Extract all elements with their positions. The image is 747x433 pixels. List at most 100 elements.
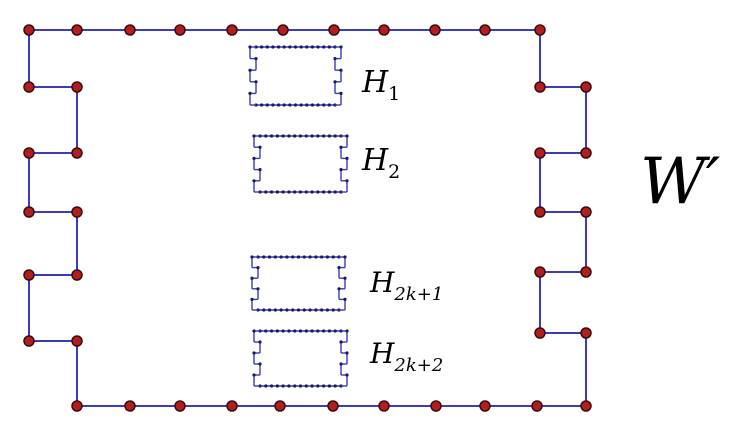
subgraph-h2-vertex	[281, 134, 285, 138]
subgraph-h1-vertex	[254, 57, 258, 61]
subgraph-h2k1-vertex	[320, 255, 324, 259]
outer-vertex	[71, 206, 83, 218]
subgraph-h2k1-vertex	[262, 255, 266, 259]
subgraph-h2k2-vertex	[345, 329, 349, 333]
outer-vertex	[23, 147, 35, 159]
outer-vertex	[534, 147, 546, 159]
subgraph-h2k1-vertex	[273, 308, 277, 312]
subgraph-h1-vertex	[316, 45, 320, 49]
subgraph-h2-vertex	[304, 134, 308, 138]
label-h2k1: H2k+1	[369, 266, 443, 305]
subgraph-h1-vertex	[327, 45, 331, 49]
subgraph-h2k2-vertex	[333, 329, 337, 333]
subgraph-h2k2-vertex	[275, 384, 279, 388]
subgraph-h1-vertex	[339, 68, 343, 72]
subgraph-h2k2-vertex	[316, 329, 320, 333]
outer-vertex	[580, 206, 592, 218]
outer-vertex	[71, 335, 83, 347]
subgraph-h2k2-vertex	[345, 351, 349, 355]
outer-vertex	[23, 81, 35, 93]
inner-subgraphs	[248, 45, 349, 388]
subgraph-h2k1-vertex	[314, 255, 318, 259]
subgraph-h2-vertex	[333, 134, 337, 138]
subgraph-h2-vertex	[345, 156, 349, 160]
subgraph-h2k1-vertex	[343, 255, 347, 259]
subgraph-h2-vertex	[275, 134, 279, 138]
subgraph-h2k2-vertex	[252, 329, 256, 333]
subgraph-h2k1-vertex	[256, 287, 260, 291]
subgraph-h1-vertex	[248, 68, 252, 72]
outer-vertex	[174, 24, 186, 36]
subgraph-h2-vertex	[264, 134, 268, 138]
subgraph-h2k2-vertex	[316, 384, 320, 388]
subgraph-h1-vertex	[339, 45, 343, 49]
subgraph-h2-vertex	[310, 190, 314, 194]
subgraph-h1-vertex	[265, 103, 269, 107]
subgraph-h2k2-vertex	[258, 340, 262, 344]
subgraph-h2-vertex	[269, 134, 274, 138]
subgraph-h2k2-vertex	[269, 329, 274, 333]
subgraph-h2k2-vertex	[264, 384, 268, 388]
subgraph-h2-vertex	[275, 190, 279, 194]
outer-vertex	[479, 400, 491, 412]
subgraph-h2k2-vertex	[322, 329, 326, 333]
outer-vertex	[479, 24, 491, 36]
subgraph-h2k2-vertex	[310, 329, 314, 333]
subgraph-h2k1-vertex	[267, 255, 272, 259]
subgraph-h2-vertex	[304, 190, 308, 194]
subgraph-h2-vertex	[252, 156, 256, 160]
subgraph-h2k1-vertex	[325, 255, 330, 259]
subgraph-h2k2-vertex	[287, 329, 291, 333]
outer-vertex	[378, 24, 390, 36]
subgraph-h2-vertex	[322, 190, 326, 194]
subgraph-h2-vertex	[258, 145, 262, 149]
subgraph-h1-vertex	[288, 45, 292, 49]
subgraph-h1-vertex	[260, 45, 264, 49]
subgraph-h2k2-vertex	[333, 384, 337, 388]
outer-vertex	[274, 400, 286, 412]
subgraph-h1-vertex	[333, 80, 337, 84]
subgraph-h2k1-vertex	[273, 255, 277, 259]
subgraph-h2k2-vertex	[327, 329, 332, 333]
subgraph-h2k2-vertex	[293, 384, 297, 388]
subgraph-h2-vertex	[298, 190, 303, 194]
subgraph-h2k1-vertex	[250, 297, 254, 301]
subgraph-h2k1-vertex	[256, 266, 260, 270]
outer-vertex	[226, 400, 238, 412]
subgraph-h2k1-vertex	[331, 255, 335, 259]
outer-vertex	[534, 266, 546, 278]
subgraph-h2-vertex	[269, 190, 274, 194]
subgraph-h2k2-vertex	[304, 329, 308, 333]
outer-vertex	[174, 400, 186, 412]
subgraph-h2-vertex	[258, 168, 262, 172]
subgraph-h2-vertex	[327, 190, 332, 194]
subgraph-h1-vertex	[305, 45, 309, 49]
outer-vertex	[226, 24, 238, 36]
outer-vertex	[71, 400, 83, 412]
subgraph-h2k2-vertex	[339, 340, 343, 344]
outer-vertex	[580, 147, 592, 159]
subgraph-h1-vertex	[316, 103, 320, 107]
subgraph-h2k2-vertex	[298, 329, 303, 333]
subgraph-h2k1-vertex	[291, 308, 295, 312]
subgraph-h2k1-vertex	[296, 255, 301, 259]
subgraph-h2k2-vertex	[327, 384, 332, 388]
subgraph-h1-vertex	[276, 103, 281, 107]
outer-vertex	[534, 206, 546, 218]
subgraph-h1-vertex	[322, 103, 326, 107]
outer-vertex	[23, 24, 35, 36]
subgraph-h2-vertex	[252, 179, 256, 183]
subgraph-h2k1-vertex	[250, 276, 254, 280]
subgraph-h2k2-vertex	[264, 329, 268, 333]
subgraph-h2k2-vertex	[281, 329, 285, 333]
subgraph-h2-vertex	[252, 134, 256, 138]
subgraph-h2k1-vertex	[325, 308, 330, 312]
subgraph-h1-vertex	[310, 45, 315, 49]
subgraph-h1-vertex	[288, 103, 292, 107]
subgraph-h2-vertex	[287, 190, 291, 194]
subgraph-h2k1-vertex	[279, 255, 283, 259]
subgraph-h1-vertex	[339, 91, 343, 95]
subgraph-h2k1-vertex	[250, 255, 254, 259]
subgraph-h1-vertex	[271, 45, 275, 49]
subgraph-h2k2-vertex	[269, 384, 274, 388]
